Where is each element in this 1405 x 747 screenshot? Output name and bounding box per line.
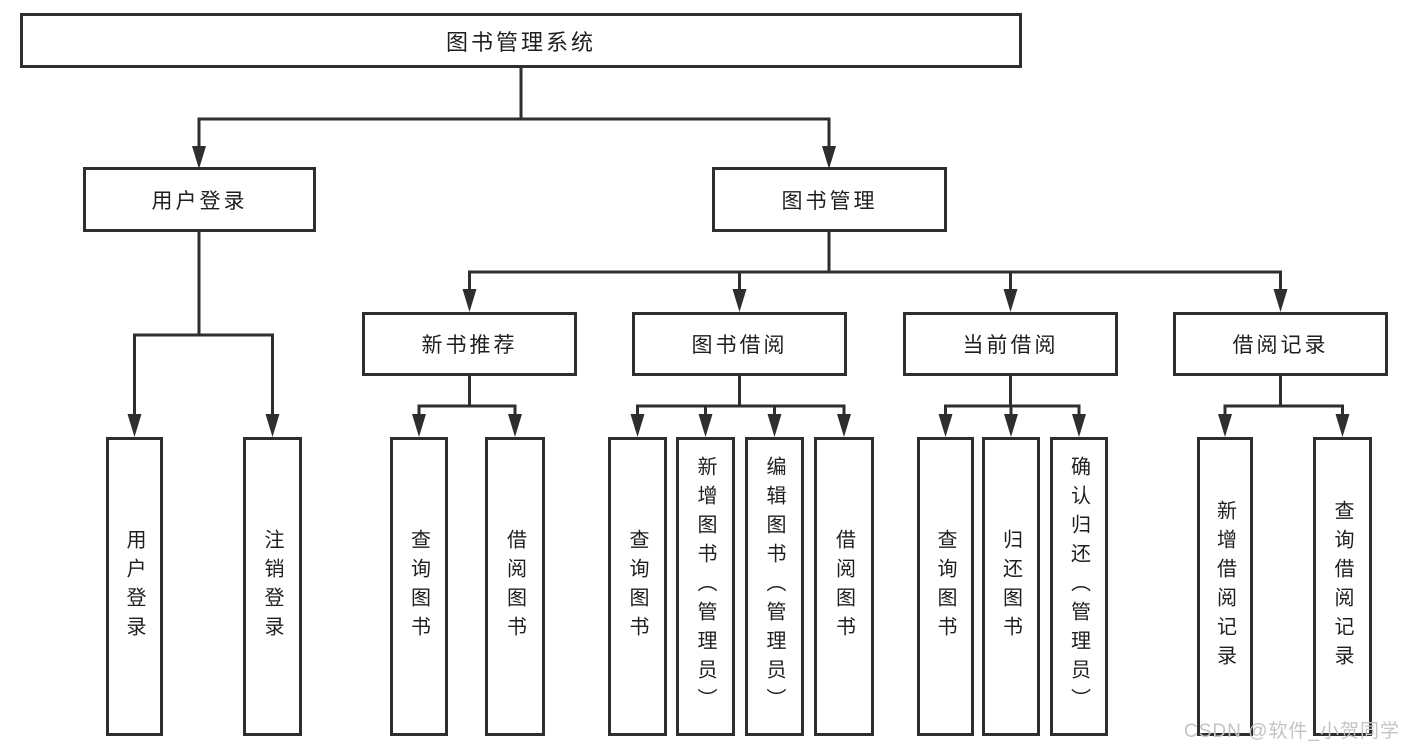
node-root: 图书管理系统 [20,13,1022,68]
leaf-br-add-record: 新增借阅记录 [1197,437,1253,736]
leaf-cb-query-books: 查询图书 [917,437,974,736]
leaf-logout: 注销登录 [243,437,302,736]
leaf-cb-confirm-return-admin: 确认归还（管理员） [1050,437,1108,736]
node-borrow-records: 借阅记录 [1173,312,1388,376]
leaf-bb-borrow-books: 借阅图书 [814,437,874,736]
leaf-br-query-record: 查询借阅记录 [1313,437,1372,736]
connector-paths [133,68,1344,420]
leaf-bb-query-books: 查询图书 [608,437,667,736]
leaf-nbr-query-books: 查询图书 [390,437,448,736]
node-user-login: 用户登录 [83,167,316,232]
arrowhead-icons [127,146,1350,437]
leaf-cb-return-books: 归还图书 [982,437,1040,736]
node-new-book-recommend: 新书推荐 [362,312,577,376]
leaf-bb-add-books-admin: 新增图书（管理员） [676,437,735,736]
csdn-watermark: CSDN @软件_小贺同学 [1184,721,1400,742]
leaf-bb-edit-books-admin: 编辑图书（管理员） [745,437,804,736]
node-book-borrow: 图书借阅 [632,312,847,376]
node-book-mgmt: 图书管理 [712,167,947,232]
node-current-borrow: 当前借阅 [903,312,1118,376]
leaf-nbr-borrow-books: 借阅图书 [485,437,545,736]
leaf-user-login: 用户登录 [106,437,163,736]
